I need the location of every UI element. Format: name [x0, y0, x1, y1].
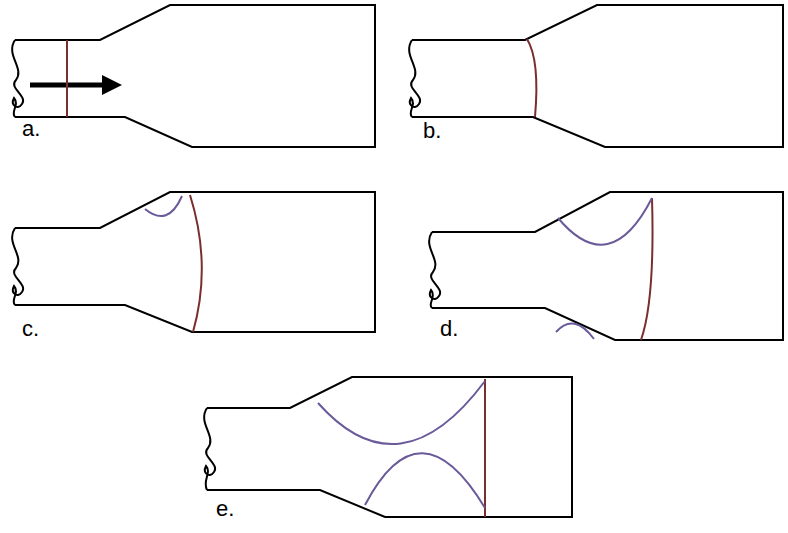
panel-label: c. — [22, 318, 39, 340]
panel-label: e. — [216, 498, 234, 520]
panel-label: d. — [440, 318, 458, 340]
panel-label: b. — [423, 120, 441, 142]
panel-label: a. — [22, 118, 40, 140]
